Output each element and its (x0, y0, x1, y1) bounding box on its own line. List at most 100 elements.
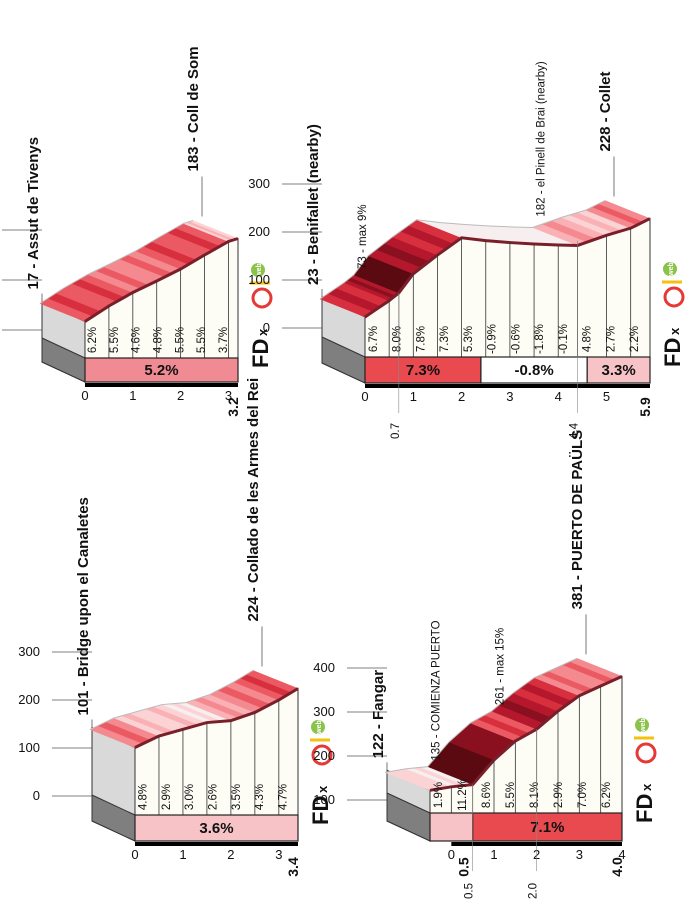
ribbon-back-edge (384, 657, 578, 773)
web-badge-text: web (640, 718, 647, 733)
fd-logo: FD (660, 338, 685, 367)
x-tick-label: 1 (179, 847, 186, 862)
segment-gradient-label: 1.9% (433, 782, 445, 808)
segment-gradient-label: 2.9% (161, 784, 173, 810)
fd-logo: FD (632, 794, 657, 823)
cyclo-c-icon (251, 287, 273, 309)
x-tick-label: 0 (81, 388, 88, 403)
x-tick-label: 3 (225, 388, 232, 403)
cyclo-c-icon (311, 744, 333, 766)
x-tick-label: 0 (448, 847, 455, 862)
y-tick-label: 300 (313, 704, 335, 719)
segment-gradient-label: 3.0% (184, 784, 196, 810)
y-tick-label: 300 (18, 644, 40, 659)
y-tick-label: 400 (313, 660, 335, 675)
x-tick-label: 4 (618, 847, 625, 862)
web-badge-text: web (256, 263, 263, 278)
summary-gradient-label: 3.3% (602, 362, 636, 379)
segment-gradient-label: 5.5% (505, 782, 517, 808)
web-badge-text: web (316, 720, 323, 735)
summary-bar (134, 814, 299, 842)
y-tick-label: 200 (313, 748, 335, 763)
summary-bar (480, 356, 588, 384)
summary-gradient-label: 3.6% (199, 820, 233, 837)
end-point-label: 224 - Collado de les Armes del Rei (245, 378, 262, 622)
annotation-label: 182 - el Pinell de Brai (nearby) (536, 61, 548, 216)
fd-logo: FD (248, 339, 273, 368)
x-tick-label: 1 (410, 389, 417, 404)
climb-profile-3: 01002003004.8%2.9%3.0%2.6%3.5%4.3%4.7%3.… (18, 378, 333, 877)
y-tick-label: 0 (33, 788, 40, 803)
summary-gradient-label: 7.1% (530, 819, 564, 836)
x-tick-label: 0 (361, 389, 368, 404)
start-point-label: 23 - Benifallet (nearby) (305, 124, 322, 285)
brand-logo: FD x web (632, 718, 657, 823)
x-tick-label: 3 (506, 389, 513, 404)
brand-logo: FD x web (660, 262, 685, 367)
logo-separator: x (639, 783, 654, 791)
cyclo-web-badge-icon (663, 262, 677, 276)
web-badge-text: web (668, 262, 675, 277)
annotation-label: 135 - COMIENZA PUERTO (431, 620, 443, 760)
annotation-km-label: 0.5 (464, 883, 476, 899)
segment-gradient-label: 8.6% (481, 782, 493, 808)
y-tick-label: 300 (248, 176, 270, 191)
y-tick-label: 200 (18, 692, 40, 707)
segment-gradient-label: 4.8% (153, 327, 165, 353)
climb-start-km-label: 0.5 (456, 857, 472, 877)
cyclo-web-badge-icon (311, 720, 325, 734)
segment-gradient-label: -1.8% (534, 324, 546, 354)
annotation-label: 73 - max 9% (357, 204, 369, 269)
ribbon-back-edge (89, 670, 254, 730)
summary-bar (472, 812, 623, 842)
segment-gradient-label: 7.8% (415, 326, 427, 352)
y-tick-label: 100 (18, 740, 40, 755)
start-point-label: 101 - Bridge upon el Canaletes (75, 497, 92, 715)
total-distance-label: 3.2 (225, 397, 241, 417)
segment-gradient-label: -0.6% (510, 324, 522, 354)
segment-gradient-label: 6.2% (601, 782, 613, 808)
logo-separator: x (255, 328, 270, 336)
segment-gradient-label: -0.1% (558, 324, 570, 354)
segment-gradient-label: 2.2% (629, 326, 641, 352)
x-tick-label: 1 (490, 847, 497, 862)
end-point-label: 228 - Collet (597, 72, 614, 152)
summary-bar (84, 357, 239, 383)
cyclo-web-badge-icon (251, 263, 265, 277)
segment-gradient-label: 11.2% (457, 779, 469, 811)
segment-gradient-label: 2.6% (208, 784, 220, 810)
segment-gradient-label: 7.0% (577, 782, 589, 808)
y-tick-label: 100 (313, 792, 335, 807)
segment-gradient-label: -0.9% (487, 324, 499, 354)
segment-gradient-label: 6.7% (368, 326, 380, 352)
total-distance-label: 5.9 (637, 397, 653, 417)
profile-line (134, 687, 299, 749)
segment-gradient-label: 2.7% (605, 326, 617, 352)
segment-gradient-label: 4.8% (138, 784, 150, 810)
x-tick-label: 3 (275, 847, 282, 862)
annotation-label: 261 - max 15% (495, 628, 507, 705)
x-tick-label: 2 (177, 388, 184, 403)
segment-gradient-label: 4.3% (254, 784, 266, 810)
cyclo-c-icon (663, 286, 685, 308)
ribbon-back-edge (319, 200, 606, 300)
segment-gradient-label: 3.7% (218, 327, 230, 353)
start-point-label: 17 - Assut de Tivenys (25, 137, 42, 290)
cyclo-c-icon (635, 742, 657, 764)
end-point-label: 381 - PUERTO DE PAÜLS (569, 430, 586, 610)
summary-gradient-label: 5.2% (144, 362, 178, 379)
x-tick-label: 4 (555, 389, 562, 404)
start-point-label: 122 - Fangar (370, 670, 387, 759)
summary-gradient-label: -0.8% (514, 362, 553, 379)
annotation-km-label: 2.0 (528, 883, 540, 899)
logo-separator: x (667, 327, 682, 335)
x-tick-label: 0 (131, 847, 138, 862)
x-tick-label: 3 (576, 847, 583, 862)
segment-gradient-label: 5.3% (463, 326, 475, 352)
segment-gradient-label: 5.5% (196, 327, 208, 353)
x-tick-label: 1 (129, 388, 136, 403)
brand-logo: FD x web (248, 263, 273, 368)
x-tick-label: 5 (603, 389, 610, 404)
summary-bar (364, 356, 482, 384)
